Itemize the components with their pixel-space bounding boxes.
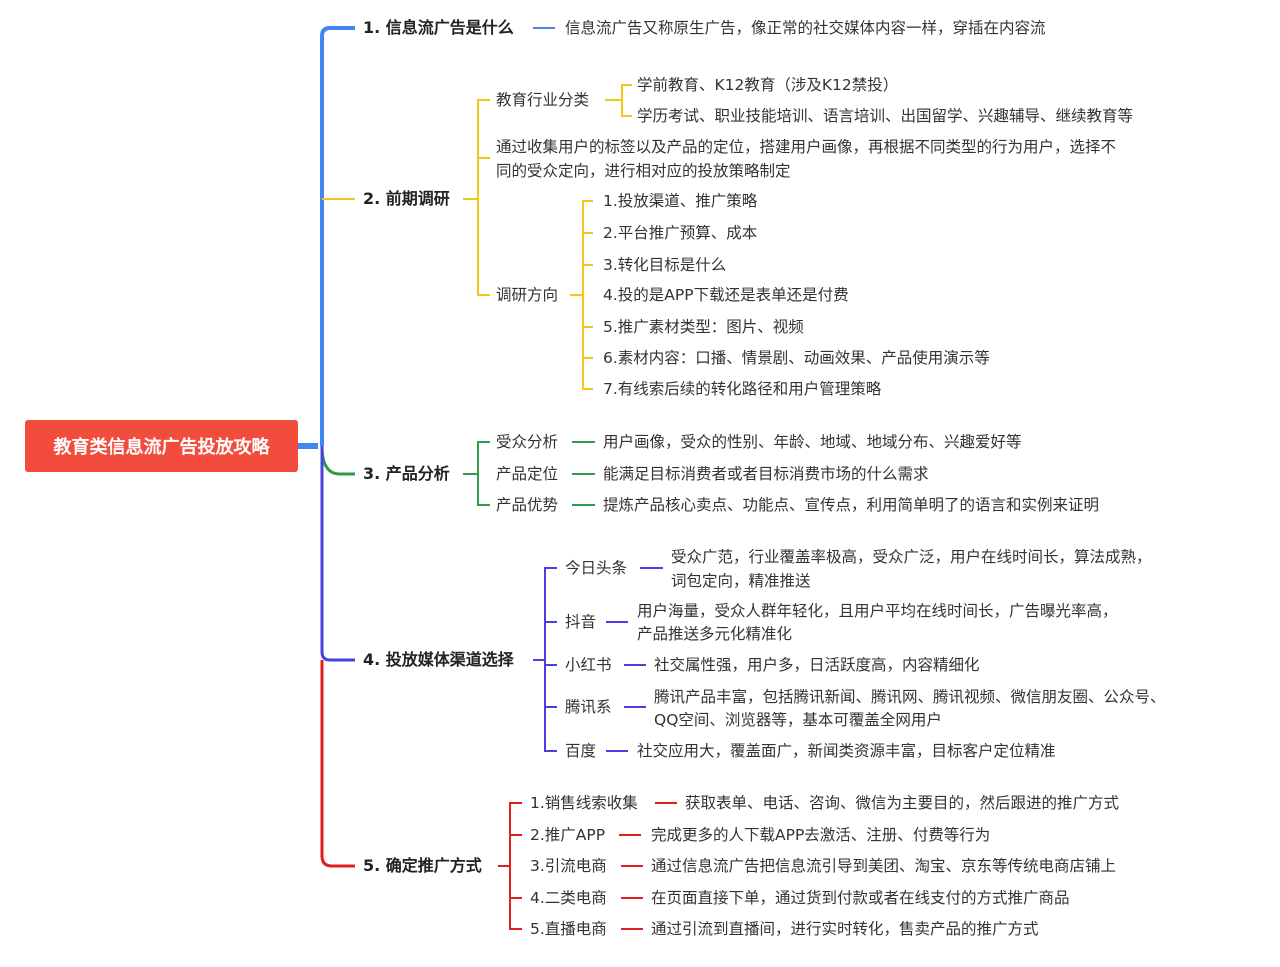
method-value[interactable]: 在页面直接下单，通过货到付款或者在线支付的方式推广商品 (651, 889, 1070, 907)
product-value[interactable]: 能满足目标消费者或者目标消费市场的什么需求 (603, 465, 929, 483)
channel-value[interactable]: 社交属性强，用户多，日活跃度高，内容精细化 (654, 656, 980, 674)
direction-item[interactable]: 1.投放渠道、推广策略 (603, 192, 758, 210)
channel-value[interactable]: 用户海量，受众人群年轻化，且用户平均在线时间长，广告曝光率高， (637, 602, 1118, 620)
channel-value[interactable]: 词包定向，精准推送 (671, 572, 811, 590)
industry-label[interactable]: 教育行业分类 (496, 91, 590, 109)
root-node[interactable]: 教育类信息流广告投放攻略 (25, 420, 298, 472)
branch-3-label[interactable]: 3. 产品分析 (363, 464, 450, 483)
channel-key[interactable]: 今日头条 (565, 559, 628, 577)
product-key[interactable]: 产品优势 (496, 496, 559, 514)
method-value[interactable]: 完成更多的人下载APP去激活、注册、付费等行为 (651, 826, 991, 844)
channel-key[interactable]: 小红书 (565, 656, 612, 674)
channel-value[interactable]: 产品推送多元化精准化 (637, 625, 793, 643)
channel-value[interactable]: 社交应用大，覆盖面广，新闻类资源丰富，目标客户定位精准 (637, 742, 1056, 760)
channel-key[interactable]: 腾讯系 (565, 698, 612, 716)
method-key[interactable]: 1.销售线索收集 (530, 794, 638, 812)
method-key[interactable]: 4.二类电商 (530, 889, 607, 907)
industry-item[interactable]: 学历考试、职业技能培训、语言培训、出国留学、兴趣辅导、继续教育等 (637, 107, 1134, 125)
direction-item[interactable]: 5.推广素材类型：图片、视频 (603, 318, 804, 336)
branch-4-label[interactable]: 4. 投放媒体渠道选择 (363, 650, 514, 669)
method-value[interactable]: 通过信息流广告把信息流引导到美团、淘宝、京东等传统电商店铺上 (651, 857, 1117, 875)
method-value[interactable]: 获取表单、电话、咨询、微信为主要目的，然后跟进的推广方式 (685, 794, 1120, 812)
method-value[interactable]: 通过引流到直播间，进行实时转化，售卖产品的推广方式 (651, 920, 1039, 938)
collect-line-1[interactable]: 通过收集用户的标签以及产品的定位，搭建用户画像，再根据不同类型的行为用户，选择不 (496, 138, 1117, 156)
product-value[interactable]: 提炼产品核心卖点、功能点、宣传点，利用简单明了的语言和实例来证明 (603, 496, 1100, 514)
direction-label[interactable]: 调研方向 (496, 286, 559, 304)
industry-item[interactable]: 学前教育、K12教育（涉及K12禁投） (637, 76, 899, 94)
direction-item[interactable]: 7.有线索后续的转化路径和用户管理策略 (603, 380, 882, 398)
channel-value[interactable]: 腾讯产品丰富，包括腾讯新闻、腾讯网、腾讯视频、微信朋友圈、公众号、 (654, 688, 1166, 706)
direction-item[interactable]: 6.素材内容：口播、情景剧、动画效果、产品使用演示等 (603, 349, 990, 367)
channel-key[interactable]: 百度 (565, 742, 597, 760)
branch-5-label[interactable]: 5. 确定推广方式 (363, 856, 482, 875)
collect-line-2[interactable]: 同的受众定向，进行相对应的投放策略制定 (496, 162, 791, 180)
branch-1-label[interactable]: 1. 信息流广告是什么 (363, 18, 514, 37)
branch-2-label[interactable]: 2. 前期调研 (363, 189, 450, 208)
root-label: 教育类信息流广告投放攻略 (53, 437, 270, 458)
method-key[interactable]: 5.直播电商 (530, 920, 607, 938)
method-key[interactable]: 3.引流电商 (530, 857, 607, 875)
branch-1-desc[interactable]: 信息流广告又称原生广告，像正常的社交媒体内容一样，穿插在内容流 (565, 19, 1046, 37)
product-value[interactable]: 用户画像，受众的性别、年龄、地域、地域分布、兴趣爱好等 (603, 433, 1022, 451)
channel-value[interactable]: 受众广范，行业覆盖率极高，受众广泛，用户在线时间长，算法成熟， (671, 548, 1152, 566)
direction-item[interactable]: 3.转化目标是什么 (603, 256, 727, 274)
direction-item[interactable]: 2.平台推广预算、成本 (603, 224, 758, 242)
channel-key[interactable]: 抖音 (565, 613, 597, 631)
channel-value[interactable]: QQ空间、浏览器等，基本可覆盖全网用户 (654, 711, 942, 729)
method-key[interactable]: 2.推广APP (530, 826, 606, 844)
product-key[interactable]: 受众分析 (496, 433, 559, 451)
product-key[interactable]: 产品定位 (496, 465, 559, 483)
direction-item[interactable]: 4.投的是APP下载还是表单还是付费 (603, 286, 849, 304)
